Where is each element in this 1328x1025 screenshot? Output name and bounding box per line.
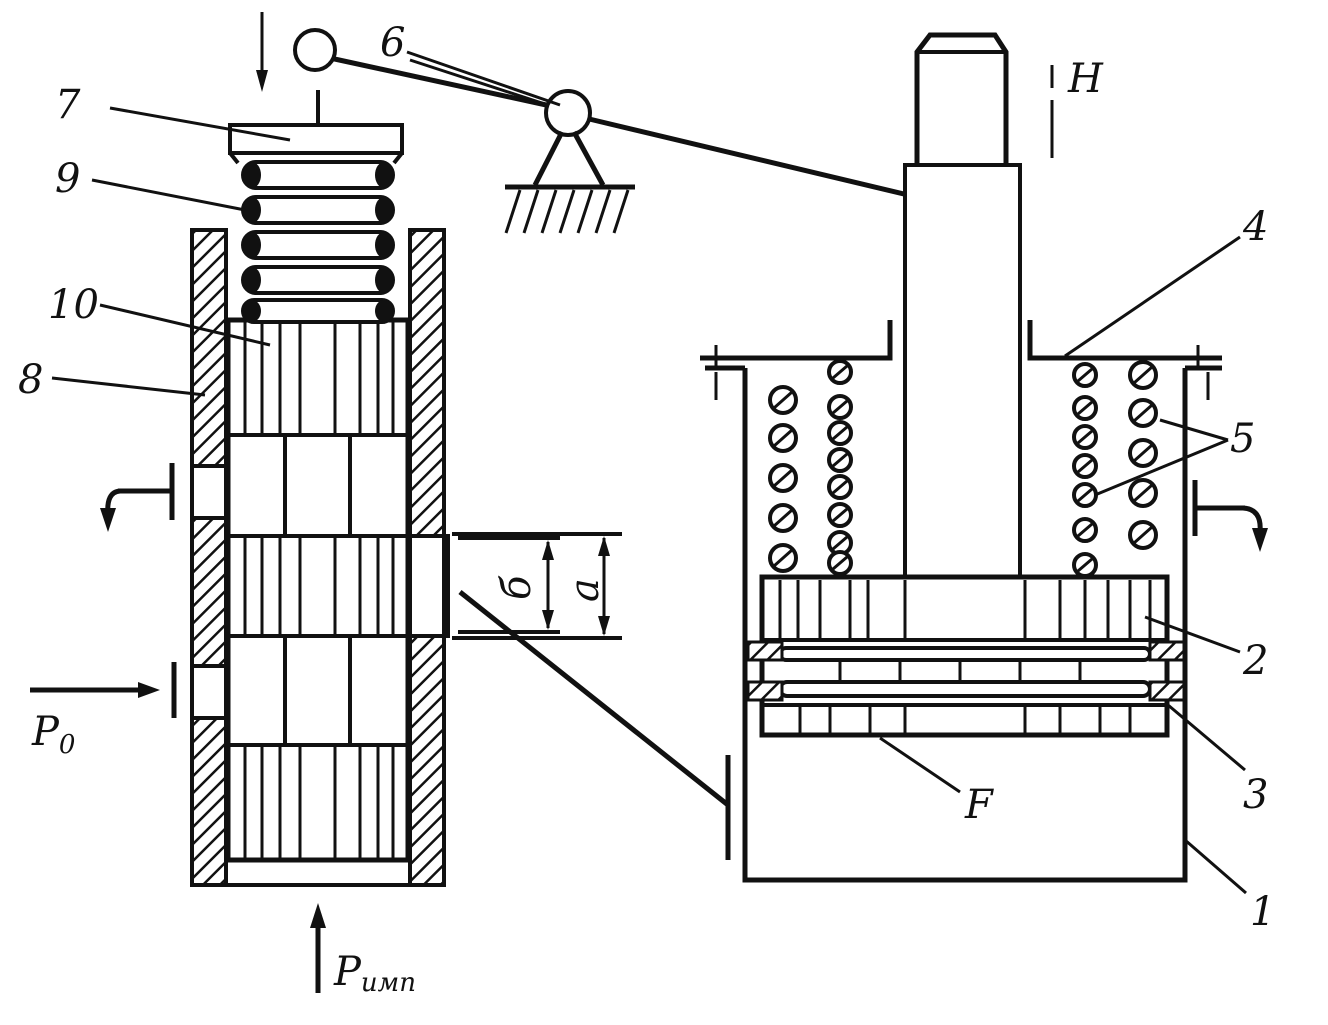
valve-spool <box>225 317 411 863</box>
servomotor <box>700 32 1268 883</box>
spring-plate-7 <box>228 90 404 165</box>
label-6: 6 <box>380 20 405 66</box>
label-5: 5 <box>1230 416 1255 462</box>
label-h: H <box>1067 56 1104 102</box>
label-4: 4 <box>1242 204 1268 250</box>
pilot-valve <box>30 12 730 993</box>
label-9: 9 <box>55 156 80 202</box>
label-7: 7 <box>55 82 81 128</box>
label-2: 2 <box>1242 638 1268 684</box>
label-dim-a: a <box>562 578 608 602</box>
labels: 6 7 9 10 8 H 4 5 2 3 F 1 б a P0 Pимп <box>18 20 1275 998</box>
label-10: 10 <box>48 282 99 328</box>
label-dim-b: б <box>494 575 540 600</box>
down-arrow-icon <box>256 12 268 92</box>
impulse-inlet-arrow <box>310 903 326 993</box>
cylinder-1 <box>705 365 1222 883</box>
inlet-port-p0 <box>30 662 177 718</box>
label-8: 8 <box>18 357 43 403</box>
outlet-port-left <box>100 463 175 532</box>
piston-rod <box>903 32 1022 579</box>
springs-5 <box>768 359 1158 578</box>
leader-lines <box>51 50 1247 895</box>
port-dimension <box>446 532 622 640</box>
label-p0: P0 <box>31 709 75 760</box>
connecting-pipe <box>458 590 730 807</box>
label-pimp: Pимп <box>333 949 416 998</box>
spring-9 <box>241 160 395 324</box>
cover-4 <box>700 320 1222 368</box>
label-f: F <box>964 782 994 828</box>
piston-rings-3 <box>746 640 1186 702</box>
label-3: 3 <box>1243 772 1268 818</box>
outlet-port-right <box>1192 480 1268 552</box>
piston-2 <box>746 574 1186 738</box>
label-1: 1 <box>1250 889 1275 935</box>
